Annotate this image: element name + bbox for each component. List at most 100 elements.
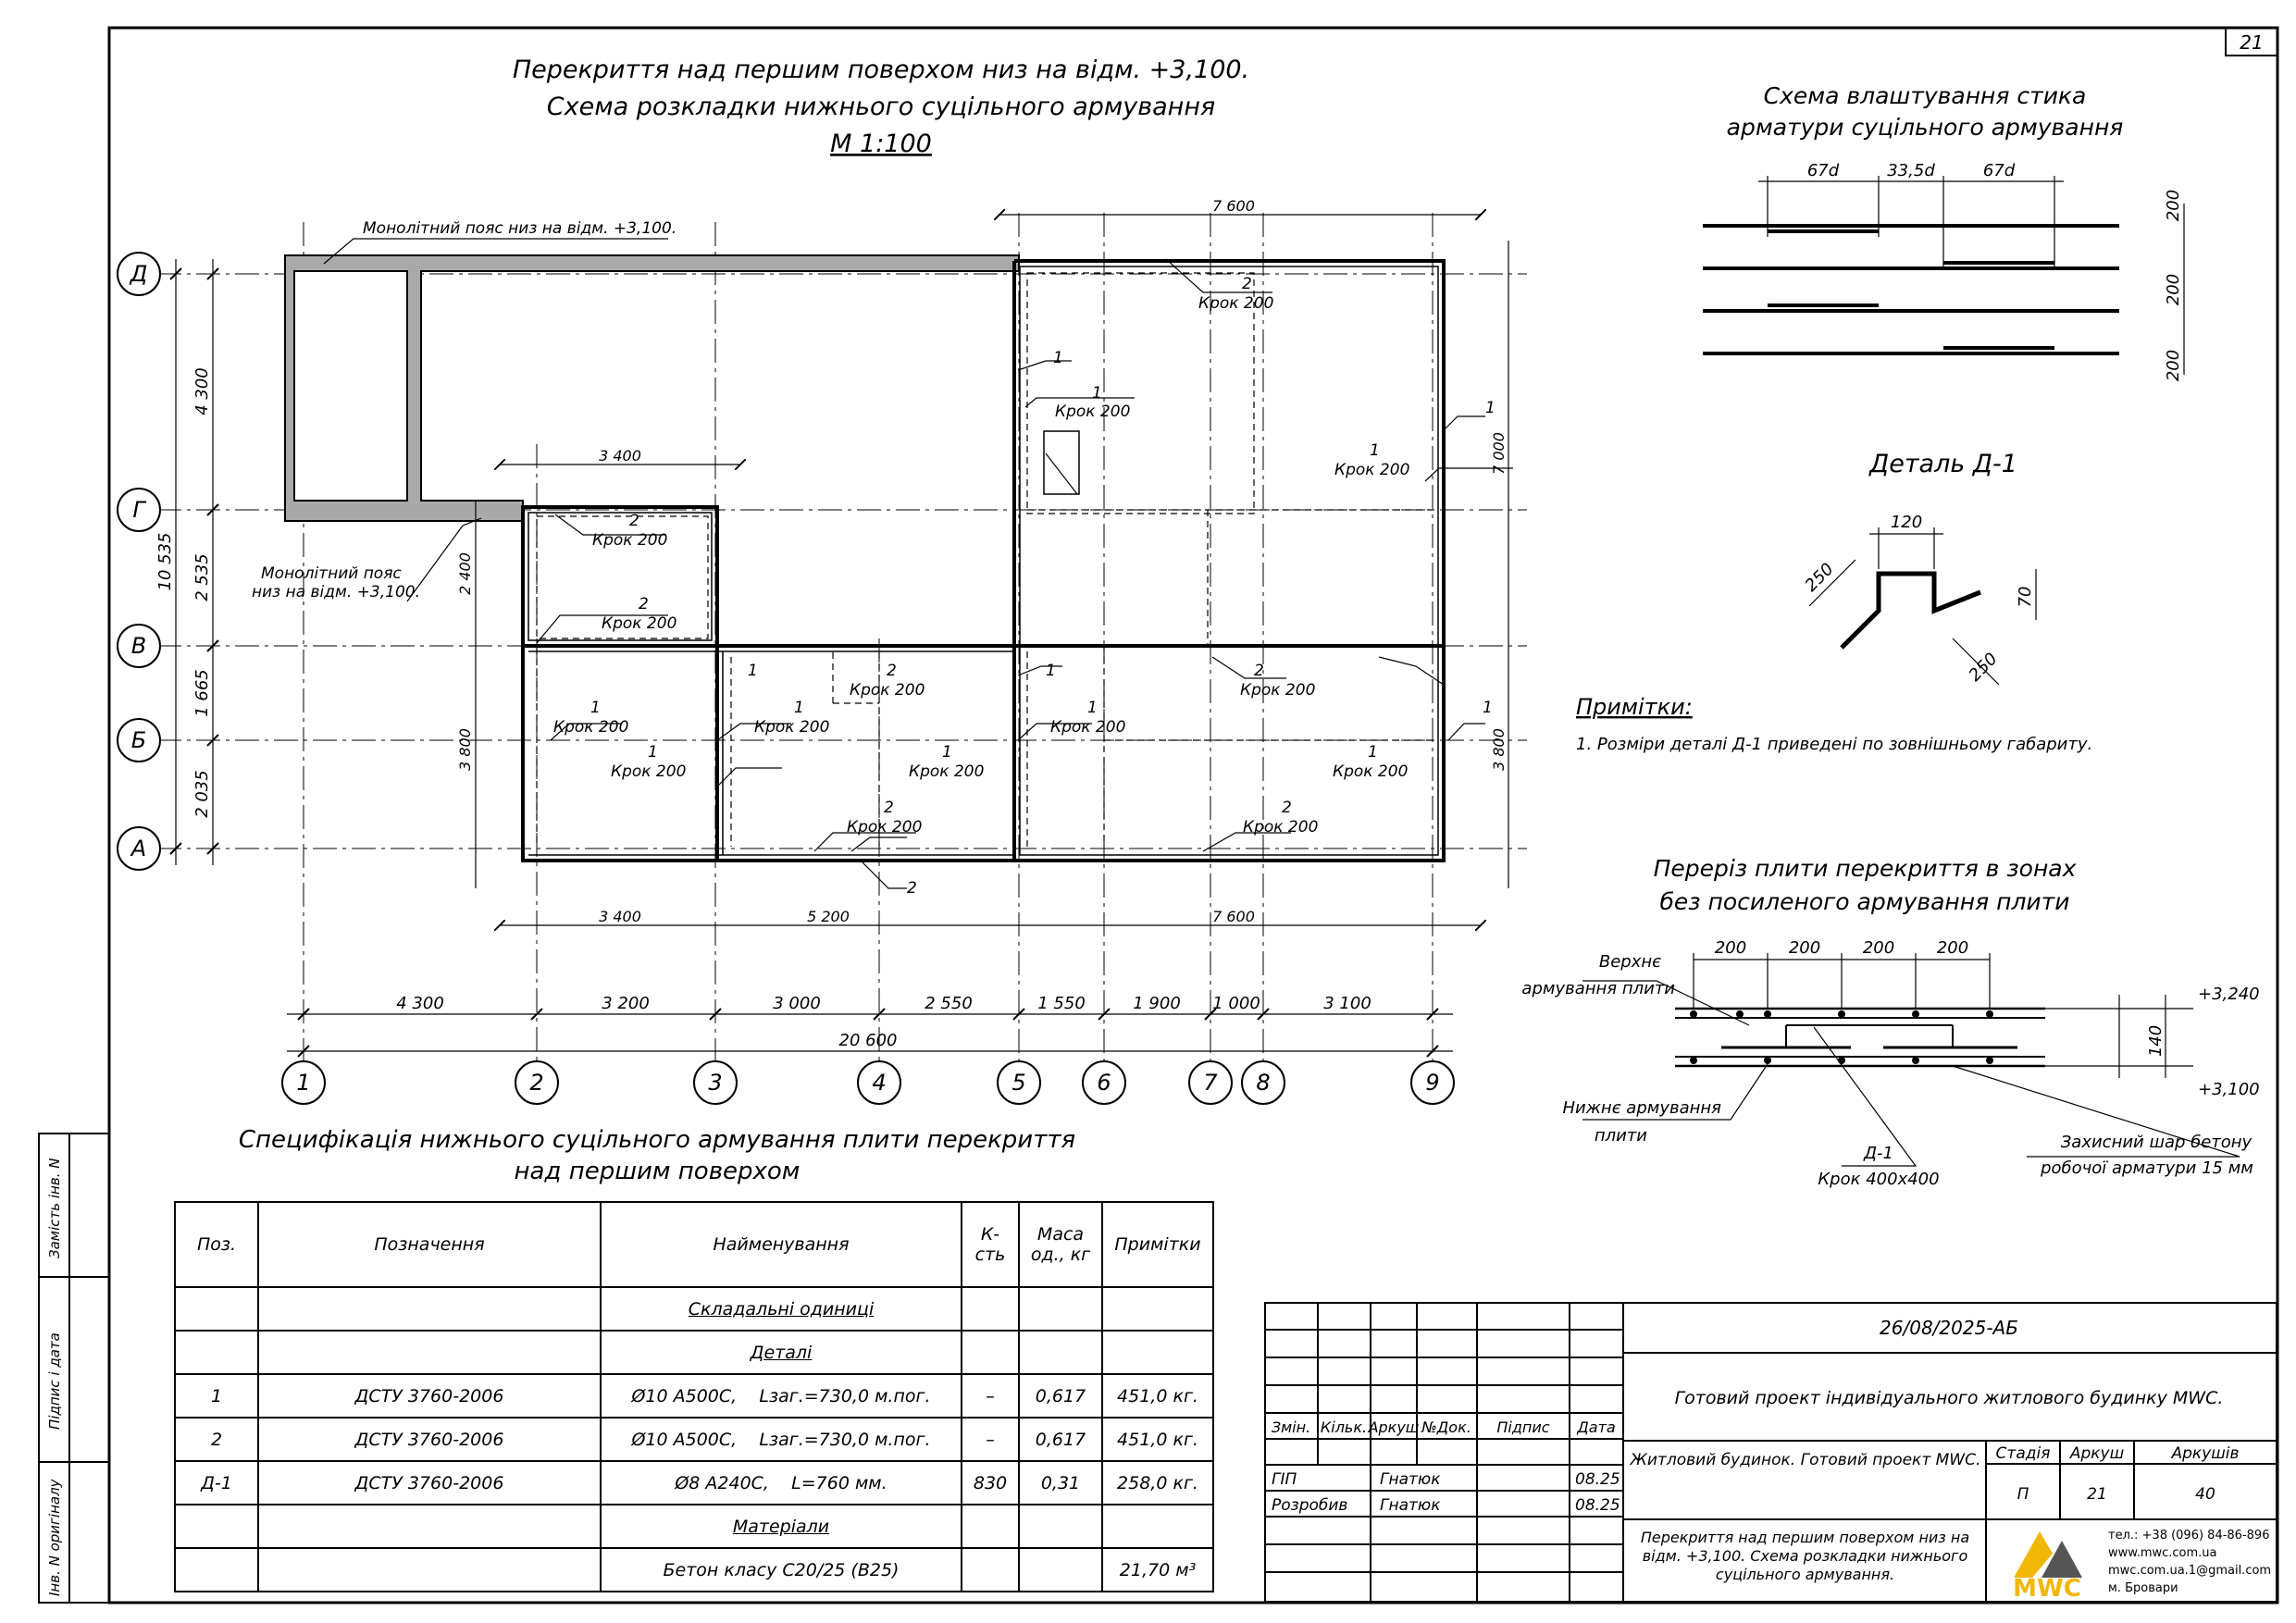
spec-note: 258,0 кг.	[1101, 1460, 1214, 1505]
bar-step: Крок 200	[1055, 403, 1130, 421]
axis-label-v: В	[131, 633, 146, 659]
tb-sheets-label: Аркушів	[2170, 1444, 2239, 1463]
bar-mark: 2	[1254, 662, 1264, 680]
spec-pos: 1	[174, 1373, 259, 1419]
tb-col-label: Дата	[1576, 1419, 1615, 1436]
spec-section-row: Складальні одиниці	[174, 1286, 1214, 1332]
bar-mark: 1	[748, 662, 758, 680]
section-bottom-label-1: Нижнє армування	[1562, 1098, 1721, 1118]
section-dim: 200	[1789, 938, 1820, 958]
plan-title-line1: Перекриття над першим поверхом низ на ві…	[513, 56, 1249, 84]
bar-mark: 2	[887, 662, 897, 680]
spec-name-text: Ø10 А500С,	[631, 1429, 738, 1450]
spec-name: Ø10 А500С, Lзаг.=730,0 м.пог.	[600, 1417, 962, 1462]
spec-header: К-сть	[961, 1201, 1020, 1288]
plan-side-dims	[475, 241, 1509, 888]
axis-label-b: Б	[131, 727, 146, 753]
plan-scale: М 1:100	[830, 130, 932, 158]
section-top-label-2: армування плити	[1521, 979, 1675, 998]
spec-row: Бетон класу С20/25 (В25)21,70 м³	[174, 1547, 1214, 1592]
bar-step: Крок 200	[909, 762, 984, 781]
section-d1-label-1: Д-1	[1863, 1144, 1893, 1163]
title-block: Змін. Кільк. Аркуш №Док. Підпис Дата ГІП…	[1264, 1302, 2277, 1603]
monolithic-belt	[284, 254, 1020, 522]
spec-qty: 830	[961, 1460, 1020, 1505]
dim-label: 7 600	[1212, 197, 1255, 215]
tb-email: mwc.com.ua.1@gmail.com	[2108, 1564, 2271, 1578]
dim-label: 3 400	[599, 447, 641, 465]
joint-dim: 33,5d	[1887, 161, 1935, 180]
section-cover-label-2: робочої арматури 15 мм	[2040, 1158, 2253, 1178]
bar-step: Крок 200	[553, 718, 628, 737]
spec-concrete-name: Бетон класу С20/25 (В25)	[600, 1547, 962, 1592]
tb-col-label: №Док.	[1421, 1419, 1471, 1436]
bar-mark: 1	[1053, 349, 1063, 367]
axis-bubbles	[117, 252, 1455, 1105]
spec-section-label: Матеріали	[732, 1516, 830, 1537]
joint-dim: 67d	[1807, 161, 1840, 180]
tb-stage-label: Стадія	[1996, 1444, 2051, 1463]
bar-mark: 1	[648, 743, 658, 762]
bar-mark: 1	[1092, 384, 1102, 403]
slab-outline	[521, 259, 1446, 862]
bar-mark: 1	[942, 743, 952, 762]
spec-qty: –	[961, 1373, 1020, 1419]
spec-qty: –	[961, 1417, 1020, 1462]
stamp-orig-label: Інв. N оригіналу	[46, 1478, 63, 1596]
tb-col-label: Змін.	[1272, 1419, 1310, 1436]
spec-header: Примітки	[1101, 1201, 1214, 1288]
tb-date: 08.25	[1575, 1470, 1620, 1489]
bar-step: Крок 200	[754, 718, 829, 737]
spec-code: ДСТУ 3760-2006	[257, 1417, 602, 1462]
bottom-dim: 1 900	[1133, 994, 1181, 1013]
spec-len-text: L=760 мм.	[791, 1472, 887, 1493]
spec-section-row: Матеріали	[174, 1504, 1214, 1549]
leader-lines	[323, 238, 1513, 889]
sheet-number-box	[2225, 27, 2278, 56]
detail-dim: 70	[2016, 587, 2035, 608]
spec-mass: 0,617	[1018, 1417, 1103, 1462]
bar-step: Крок 200	[611, 762, 686, 781]
axis-label-d: Д	[130, 261, 148, 287]
bottom-dim: 1 000	[1212, 994, 1260, 1013]
bottom-dim: 3 200	[602, 994, 650, 1013]
tb-sheet-label: Аркуш	[2069, 1444, 2124, 1463]
dim-chain-left	[175, 259, 214, 865]
detail-title: Деталь Д-1	[1868, 450, 2017, 478]
bar-mark: 1	[1046, 662, 1056, 680]
belt-label-left-1: Монолітний пояс	[261, 564, 402, 583]
spec-name: Ø10 А500С, Lзаг.=730,0 м.пог.	[600, 1373, 962, 1419]
spec-row: 2 ДСТУ 3760-2006 Ø10 А500С, Lзаг.=730,0 …	[174, 1417, 1214, 1462]
tb-date: 08.25	[1575, 1496, 1620, 1515]
spec-mass: 0,31	[1018, 1460, 1103, 1505]
spec-pos: Д-1	[174, 1460, 259, 1505]
detail-shape	[1840, 571, 1981, 650]
sheet-number: 21	[2240, 31, 2263, 54]
bar-mark: 2	[884, 799, 894, 817]
tb-col-label: Аркуш	[1368, 1419, 1420, 1436]
tb-sheets: 40	[2195, 1485, 2215, 1504]
dim-ticks-bottom	[297, 1008, 1439, 1058]
spec-header: Поз.	[174, 1201, 259, 1288]
bar-step: Крок 200	[602, 614, 676, 633]
stamp-sign-label: Підпис і дата	[46, 1332, 63, 1430]
axis-label-a: А	[130, 836, 146, 861]
spec-section-row: Деталі	[174, 1330, 1214, 1375]
section-slab	[1675, 1007, 2045, 1068]
belt-label-left-2: низ на відм. +3,100.	[252, 583, 420, 601]
spec-section-label: Складальні одиниці	[688, 1298, 875, 1319]
joint-title-line2: арматури суцільного армування	[1727, 114, 2124, 141]
dim-label: 3 800	[456, 728, 474, 771]
tb-col-label: Кільк.	[1321, 1419, 1367, 1436]
spec-len-text: Lзаг.=730,0 м.пог.	[759, 1429, 931, 1450]
notes-item1: 1. Розміри деталі Д-1 приведені по зовні…	[1576, 735, 2092, 754]
spec-header: Маса од., кг	[1018, 1201, 1103, 1288]
dim-label: 2 400	[456, 552, 474, 595]
detail-dims	[1808, 527, 2037, 686]
bottom-dim: 4 300	[396, 994, 444, 1013]
bar-mark: 1	[1087, 699, 1098, 717]
dim-label: 7 000	[1490, 432, 1508, 475]
spec-header: Найменування	[600, 1201, 962, 1288]
bar-step: Крок 200	[592, 531, 667, 550]
slab-opening	[1043, 430, 1080, 495]
